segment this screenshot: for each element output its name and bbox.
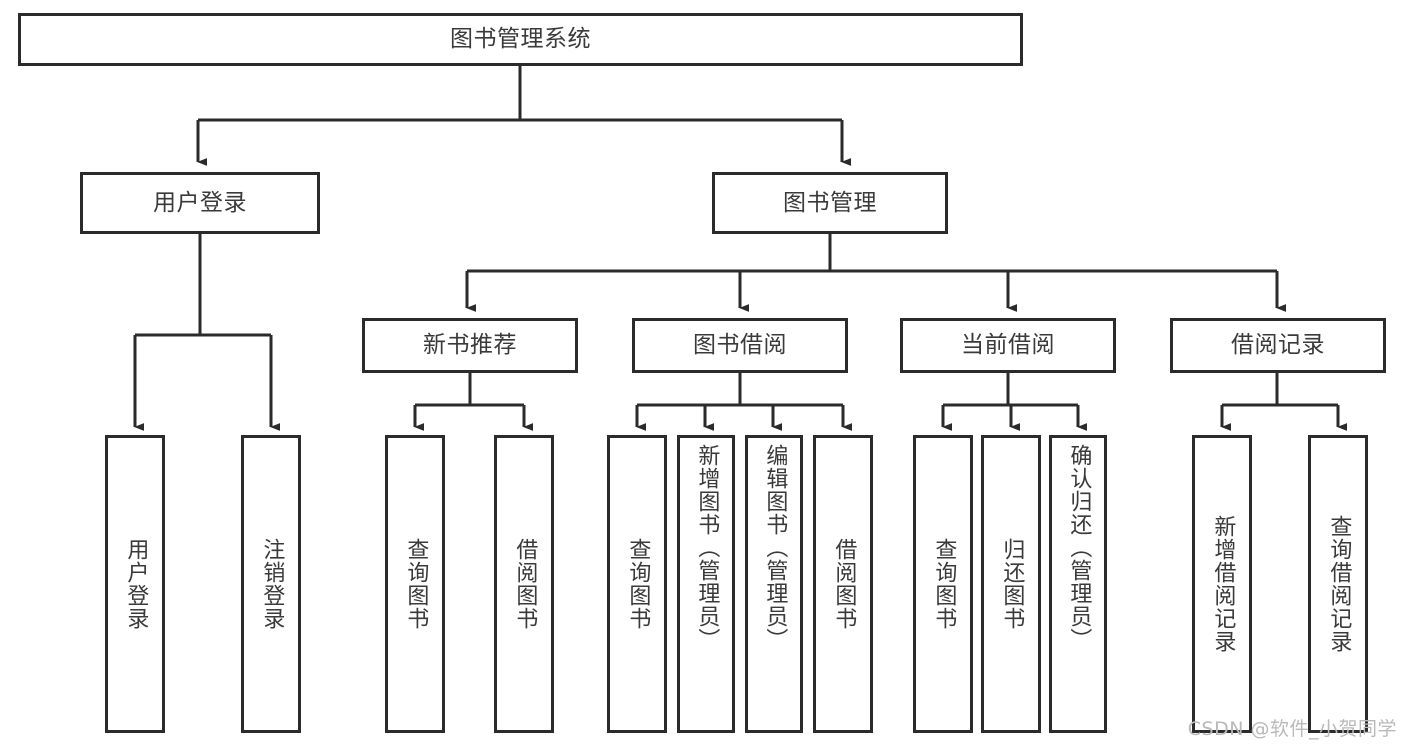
node-root-system[interactable]: 图书管理系统 xyxy=(18,13,1023,66)
node-label: 新书推荐 xyxy=(423,332,517,358)
node-book-borrow[interactable]: 图书借阅 xyxy=(632,318,848,373)
node-label: 图书借阅 xyxy=(693,332,787,358)
node-label: 用户登录 xyxy=(153,189,247,216)
leaf-borrow-add-book-admin[interactable]: 新增图书（管理员） xyxy=(677,435,735,733)
leaf-borrow-query-book[interactable]: 查询图书 xyxy=(607,435,667,733)
node-label: 图书管理 xyxy=(783,189,877,216)
node-label: 借阅记录 xyxy=(1231,332,1325,358)
node-new-book-recommend[interactable]: 新书推荐 xyxy=(362,318,578,373)
node-label: 查询图书 xyxy=(403,538,429,630)
node-label: 用户登录 xyxy=(123,538,149,630)
leaf-user-login-login[interactable]: 用户登录 xyxy=(105,435,165,733)
leaf-new-book-query[interactable]: 查询图书 xyxy=(385,435,445,733)
leaf-current-query-book[interactable]: 查询图书 xyxy=(913,435,973,733)
node-label: 查询图书 xyxy=(931,538,957,630)
node-label: 新增图书（管理员） xyxy=(694,444,720,651)
leaf-user-login-logout[interactable]: 注销登录 xyxy=(241,435,301,733)
node-label: 注销登录 xyxy=(259,538,285,630)
node-label: 编辑图书（管理员） xyxy=(762,444,788,651)
node-label: 当前借阅 xyxy=(961,332,1055,358)
node-book-management[interactable]: 图书管理 xyxy=(712,172,948,234)
leaf-current-return-book[interactable]: 归还图书 xyxy=(981,435,1041,733)
node-label: 新增借阅记录 xyxy=(1210,515,1236,653)
node-label: 图书管理系统 xyxy=(450,26,591,52)
leaf-record-query-record[interactable]: 查询借阅记录 xyxy=(1308,435,1368,733)
leaf-record-add-record[interactable]: 新增借阅记录 xyxy=(1192,435,1252,733)
node-label: 确认归还（管理员） xyxy=(1066,444,1092,651)
leaf-new-book-borrow[interactable]: 借阅图书 xyxy=(494,435,554,733)
leaf-borrow-edit-book-admin[interactable]: 编辑图书（管理员） xyxy=(745,435,803,733)
node-user-login[interactable]: 用户登录 xyxy=(80,172,320,234)
leaf-borrow-borrow-book[interactable]: 借阅图书 xyxy=(813,435,873,733)
node-borrow-record[interactable]: 借阅记录 xyxy=(1170,318,1386,373)
node-label: 查询图书 xyxy=(625,538,651,630)
node-label: 查询借阅记录 xyxy=(1326,515,1352,653)
leaf-current-confirm-return-admin[interactable]: 确认归还（管理员） xyxy=(1049,435,1107,733)
node-label: 借阅图书 xyxy=(831,538,857,630)
node-label: 借阅图书 xyxy=(512,538,538,630)
node-label: 归还图书 xyxy=(999,538,1025,630)
node-current-borrow[interactable]: 当前借阅 xyxy=(900,318,1116,373)
watermark-text: CSDN @软件_小贺同学 xyxy=(1187,718,1397,740)
